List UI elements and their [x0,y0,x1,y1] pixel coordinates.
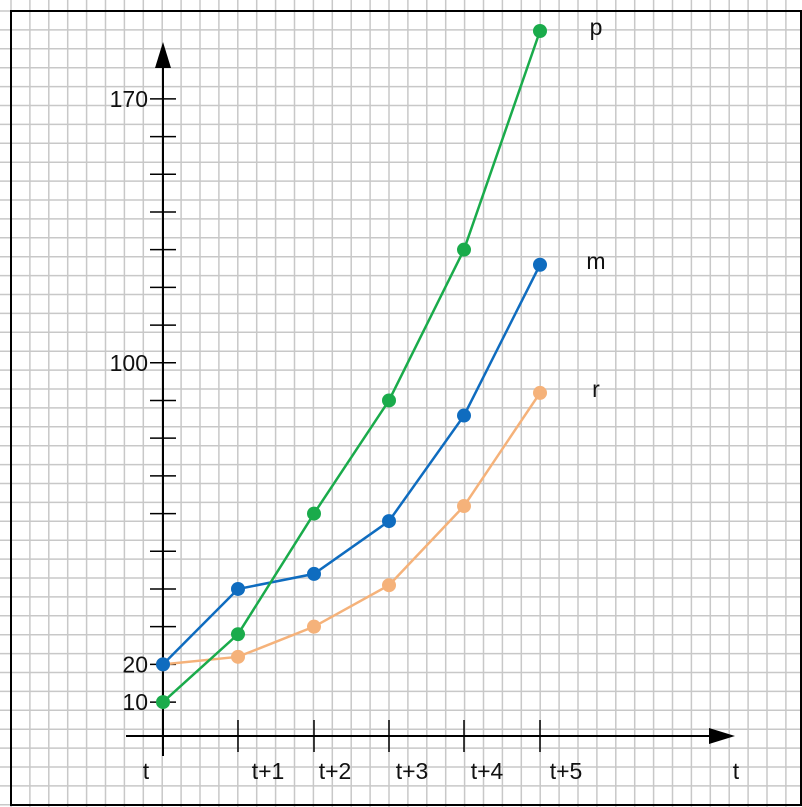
data-point-p [156,695,170,710]
data-point-m [533,257,547,272]
x-axis-arrow-icon [709,728,735,744]
data-point-m [156,657,170,672]
series-group [156,24,547,710]
y-tick-label: 170 [110,86,148,112]
data-point-p [457,242,471,257]
data-point-p [533,24,547,39]
data-point-m [231,581,245,596]
data-point-p [382,393,396,408]
series-r [156,385,547,672]
series-p [156,24,547,710]
labels: 10 20 100 170 t t+1 t+2 t+3 t+4 t+5 t r m p [110,14,740,784]
y-tick-label: 20 [122,651,148,677]
x-tick-label: t+2 [319,758,352,784]
y-tick-label: 100 [110,350,148,376]
data-point-m [307,566,321,581]
chart-frame [10,10,802,806]
data-point-p [307,506,321,521]
series-m [156,257,547,672]
x-tick-label: t+3 [396,758,429,784]
data-point-m [382,514,396,529]
series-line-r [162,392,542,666]
x-axis-label: t [733,758,740,784]
data-point-r [533,385,547,400]
data-point-r [231,649,245,664]
x-tick-label: t [143,758,150,784]
data-point-r [457,499,471,514]
series-label-m: m [586,248,605,274]
data-point-r [382,578,396,593]
y-tick-label: 10 [122,689,148,715]
series-label-r: r [592,376,600,402]
data-point-p [231,627,245,642]
data-point-m [457,408,471,423]
y-axis-arrow-icon [155,42,171,68]
series-line-m [162,264,542,666]
series-line-p [162,30,542,703]
data-point-r [307,619,321,634]
x-tick-label: t+1 [252,758,285,784]
x-tick-label: t+4 [471,758,504,784]
axes [126,42,735,756]
x-tick-label: t+5 [550,758,583,784]
series-label-p: p [590,14,603,40]
